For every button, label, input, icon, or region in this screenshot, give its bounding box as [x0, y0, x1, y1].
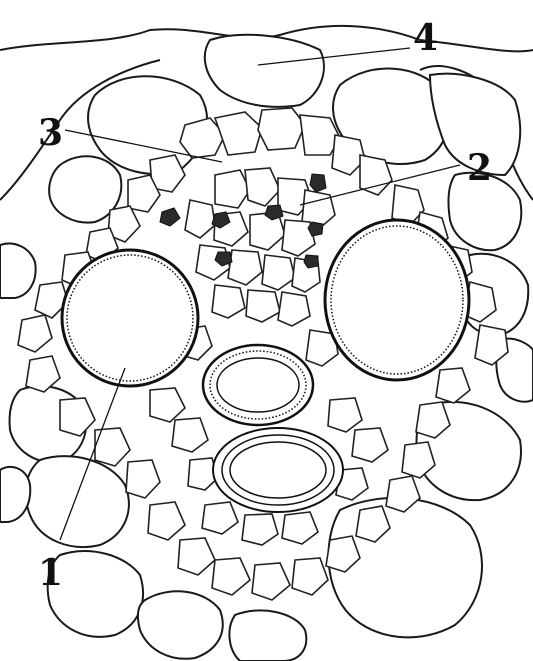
label-3: 3 — [38, 112, 63, 154]
protoxylem-vessels — [203, 345, 343, 512]
label-4: 4 — [413, 17, 438, 59]
label-1: 1 — [38, 552, 63, 594]
label-2: 2 — [467, 147, 492, 189]
